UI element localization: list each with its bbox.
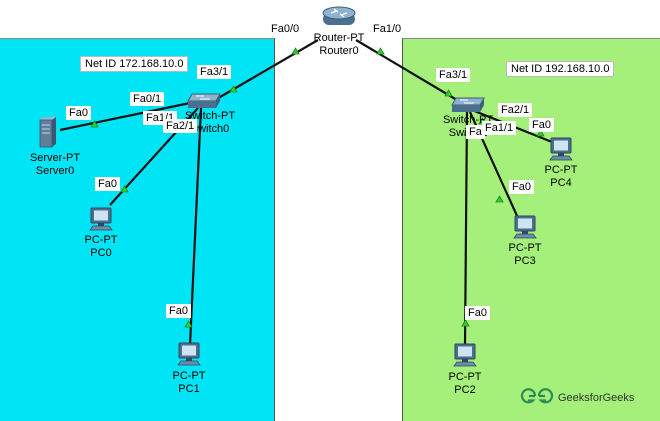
port-label: Fa0 (509, 180, 534, 194)
device-type-label: Server-PT (29, 152, 81, 164)
cable-router-switch1 (355, 39, 463, 104)
port-label: Fa2/1 (163, 119, 198, 133)
device-type-label: PC-PT (544, 164, 578, 176)
device-name-label: PC0 (90, 247, 112, 259)
device-type-label: PC-PT (448, 371, 482, 383)
port-indicator (461, 319, 470, 327)
port-label: Fa0 (166, 304, 191, 318)
brand-watermark: GeeksforGeeks (520, 388, 634, 407)
port-indicator (376, 47, 385, 55)
port-indicator (120, 185, 129, 193)
port-label: Fa3/1 (436, 68, 471, 82)
server-icon[interactable] (38, 116, 58, 153)
pc3-label: PC-PT PC3 (509, 242, 542, 268)
port-indicator (536, 129, 545, 137)
pc2-label: PC-PT PC2 (449, 371, 482, 397)
pc-icon[interactable] (88, 207, 114, 236)
pc1-label: PC-PT PC1 (173, 370, 206, 396)
switch-icon[interactable] (450, 96, 486, 119)
router-icon[interactable] (322, 6, 356, 33)
cable-switch0-server0 (59, 101, 191, 132)
device-type-label: PC-PT (84, 234, 118, 246)
device-name-label: PC1 (178, 383, 200, 395)
device-type-label: PC-PT (172, 370, 206, 382)
pc-icon[interactable] (512, 215, 538, 244)
device-name-label: PC3 (514, 255, 536, 267)
device-type-label: PC-PT (508, 242, 542, 254)
port-label: Fa0/1 (130, 92, 165, 106)
port-label: Fa0 (66, 106, 91, 120)
net-id-right: Net ID 192.168.10.0 (506, 61, 615, 77)
device-name-label: Switch0 (190, 123, 230, 135)
port-label: Fa0/0 (268, 22, 303, 36)
pc-icon[interactable] (176, 342, 202, 371)
port-indicator (90, 120, 99, 128)
port-indicator (291, 47, 300, 55)
port-indicator (495, 195, 504, 203)
port-indicator (444, 89, 453, 97)
device-type-label: Switch-PT (184, 110, 236, 122)
pc4-label: PC-PT PC4 (545, 164, 578, 190)
gfg-logo-icon (520, 388, 554, 407)
pc-icon[interactable] (452, 343, 478, 372)
server0-label: Server-PT Server0 (30, 152, 80, 178)
port-label: Fa1/0 (370, 22, 405, 36)
port-indicator (229, 85, 238, 93)
device-type-label: Switch-PT (442, 114, 494, 126)
pc-icon[interactable] (548, 137, 574, 166)
brand-name: GeeksforGeeks (558, 391, 635, 404)
port-label: Fa0 (95, 177, 120, 191)
port-label: Fa2/1 (498, 103, 533, 117)
device-name-label: PC4 (550, 177, 572, 189)
port-label: Fa1/1 (482, 121, 517, 135)
device-name-label: Router0 (319, 45, 359, 57)
router0-label: Router-PT Router0 (314, 32, 365, 58)
device-name-label: PC2 (454, 384, 476, 396)
port-label: Fa0 (465, 306, 490, 320)
port-indicator (184, 320, 193, 328)
switch-icon[interactable] (186, 92, 222, 115)
switch0-label: Switch-PT Switch0 (185, 110, 235, 136)
cable-switch0-pc1 (188, 107, 203, 346)
net-id-left: Net ID 172.168.10.0 (80, 56, 189, 72)
device-name-label: Server0 (35, 165, 75, 177)
port-label: Fa3/1 (197, 65, 232, 79)
device-type-label: Router-PT (313, 32, 365, 44)
port-label: Fa (466, 125, 485, 139)
pc0-label: PC-PT PC0 (85, 234, 118, 260)
port-label: Fa0 (529, 118, 554, 132)
